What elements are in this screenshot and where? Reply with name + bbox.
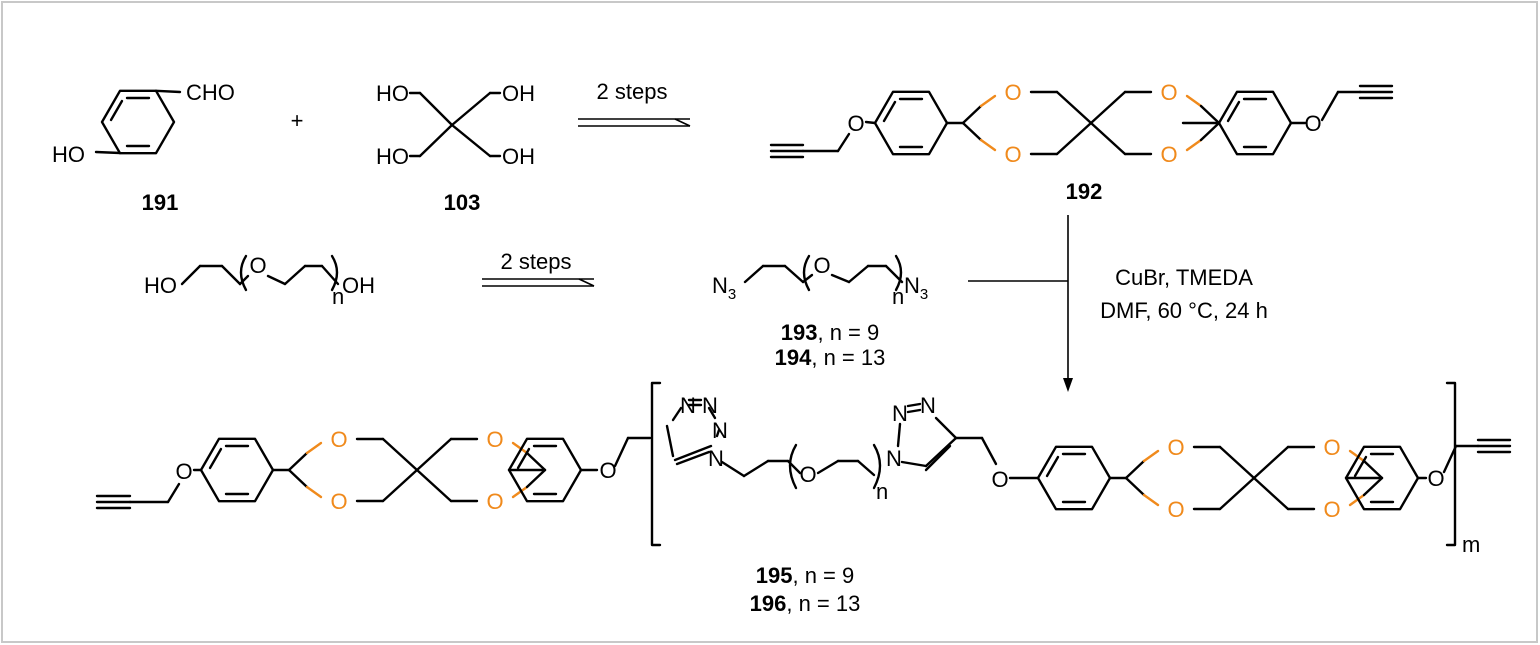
compound-label-195: 195, n = 9 [756, 563, 855, 588]
compound-suffix: , n = 13 [811, 345, 885, 370]
step-label: 2 steps [597, 79, 668, 104]
hydroxyl-group: HO [376, 81, 409, 106]
ether-oxygen: O [175, 459, 192, 484]
azide-group: N3 [904, 273, 928, 303]
hydroxyl-group: OH [342, 273, 375, 298]
reaction-arrow-1: 2 steps [578, 79, 691, 127]
compound-192: O O 192 [769, 78, 1394, 204]
compound-suffix: , n = 9 [817, 320, 879, 345]
reaction-arrow-2: 2 steps [482, 249, 595, 287]
compound-label-193: 193, n = 9 [781, 320, 880, 345]
triazole-nitrogen: N [892, 401, 908, 426]
ether-oxygen: O [991, 467, 1008, 492]
repeat-n: n [876, 479, 888, 504]
triazole-nitrogen: N [680, 393, 696, 418]
peg-diazide: N3 O n N3 193, n = 9 194, n = 13 [712, 253, 928, 370]
hydroxyl-group: HO [144, 273, 177, 298]
hydroxyl-group: OH [502, 81, 535, 106]
azide-n: N [904, 273, 920, 298]
azide-group: N3 [712, 273, 736, 303]
conditions-line-1: CuBr, TMEDA [1115, 265, 1253, 290]
peg-diol: HO O n OH [144, 253, 375, 309]
compound-number: 194 [775, 345, 812, 370]
triazole-nitrogen: N [712, 418, 728, 443]
ether-oxygen: O [599, 458, 616, 483]
compound-label-194: 194, n = 13 [775, 345, 886, 370]
hydroxyl-group: HO [52, 142, 85, 167]
compound-number: 196 [750, 591, 787, 616]
hydroxyl-group: HO [376, 144, 409, 169]
repeat-n: n [892, 284, 904, 309]
repeat-m: m [1462, 532, 1480, 557]
compound-number: 193 [781, 320, 818, 345]
conditions-line-2: DMF, 60 °C, 24 h [1100, 298, 1268, 323]
compound-suffix: , n = 13 [786, 591, 860, 616]
ether-oxygen: O [799, 462, 816, 487]
triazole-nitrogen: N [920, 393, 936, 418]
compound-suffix: , n = 9 [792, 563, 854, 588]
compound-number: 195 [756, 563, 793, 588]
plus-sign: + [291, 108, 304, 133]
ether-oxygen: O [1427, 466, 1444, 491]
repeat-n: n [332, 284, 344, 309]
compound-191: CHO HO 191 [52, 80, 235, 215]
compound-label-196: 196, n = 13 [750, 591, 861, 616]
triazole-n1: N [708, 446, 724, 471]
compound-103: HO OH HO OH 103 [376, 81, 535, 215]
azide-subscript: 3 [920, 286, 928, 303]
ether-oxygen: O [813, 253, 830, 278]
ether-oxygen: O [249, 253, 266, 278]
ether-oxygen: O [1304, 111, 1321, 136]
triazole-n1: N [886, 446, 902, 471]
triazole-nitrogen: N [702, 393, 718, 418]
azide-n: N [712, 273, 728, 298]
compound-number: 191 [142, 190, 179, 215]
step-label: 2 steps [501, 249, 572, 274]
polymer-195-196: O O N N N N O n N N N [95, 381, 1512, 616]
hydroxyl-group: OH [502, 144, 535, 169]
compound-number: 103 [444, 190, 481, 215]
aldehyde-group: CHO [186, 80, 235, 105]
reaction-arrow-3: CuBr, TMEDA DMF, 60 °C, 24 h [968, 215, 1268, 392]
compound-number: 192 [1066, 179, 1103, 204]
azide-subscript: 3 [728, 286, 736, 303]
ether-oxygen: O [847, 111, 864, 136]
